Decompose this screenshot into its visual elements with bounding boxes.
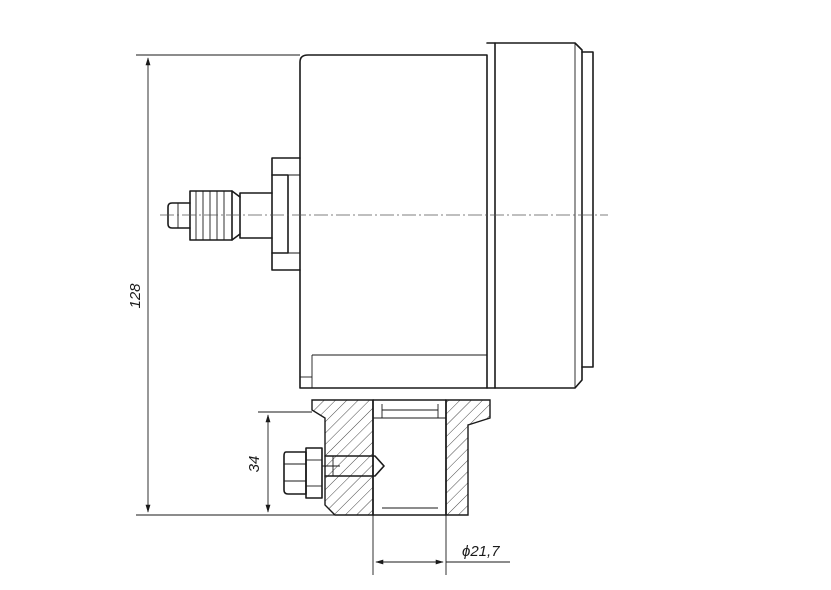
dimension-bore-diameter: ϕ21,7 [372, 515, 510, 575]
bottom-fitting-section [311, 399, 491, 516]
gauge-case [299, 54, 488, 389]
dimension-label-34: 34 [246, 456, 263, 473]
dimension-total-height: 128 [127, 54, 335, 516]
locking-screw [283, 447, 340, 499]
rear-mount-plate [271, 157, 301, 271]
gauge-bezel [486, 42, 594, 389]
rear-nipple [167, 190, 273, 241]
dimension-fitting-height: 34 [246, 411, 312, 513]
dimension-label-diameter: ϕ21,7 [462, 543, 500, 560]
dimension-label-128: 128 [127, 283, 144, 309]
